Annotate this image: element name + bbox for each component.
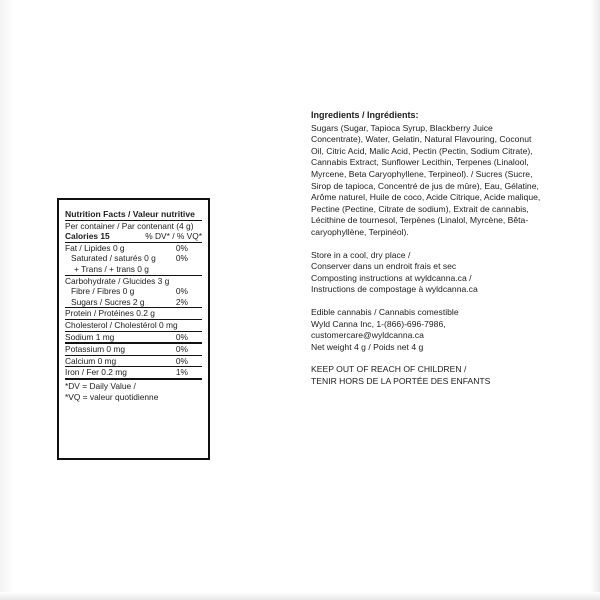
nutrient-dv: 0% bbox=[175, 253, 188, 264]
footnote-dv: *DV = Daily Value / bbox=[65, 380, 136, 391]
storage-block: Store in a cool, dry place / Conserver d… bbox=[311, 250, 541, 296]
storage-line: Conserver dans un endroit frais et sec bbox=[311, 261, 457, 272]
nutrient-label: Potassium 0 mg bbox=[65, 344, 126, 355]
nutrient-label: Cholesterol / Cholestérol 0 mg bbox=[65, 319, 178, 330]
divider bbox=[65, 366, 202, 368]
storage-line: Store in a cool, dry place / bbox=[311, 249, 411, 260]
divider bbox=[65, 307, 202, 309]
nutrient-label: Fat / Lipides 0 g bbox=[65, 242, 125, 253]
nutrient-row-fibre: Fibre / Fibres 0 g 0% bbox=[65, 286, 202, 297]
divider bbox=[65, 354, 202, 356]
net-weight: Net weight 4 g / Poids net 4 g bbox=[311, 341, 424, 352]
company-block: Edible cannabis / Cannabis comestible Wy… bbox=[311, 307, 541, 353]
footnote-vq: *VQ = valeur quotidienne bbox=[65, 391, 159, 402]
serving-size: Per container / Par contenant (4 g) bbox=[65, 220, 194, 231]
nutrient-dv: 0% bbox=[175, 331, 188, 342]
nutrient-dv: 0% bbox=[175, 286, 188, 297]
nutrient-dv: 1% bbox=[175, 367, 188, 378]
nutrient-dv bbox=[166, 308, 202, 319]
divider bbox=[65, 241, 202, 243]
ingredients-text: Sugars (Sugar, Tapioca Syrup, Blackberry… bbox=[311, 122, 541, 237]
nutrition-facts-table: Nutrition Facts / Valeur nutritive Per c… bbox=[57, 198, 210, 460]
ingredients-header: Ingredients / Ingrédients: bbox=[311, 110, 419, 120]
calories-label: Calories 15 bbox=[65, 231, 110, 242]
nutrient-dv bbox=[169, 276, 202, 287]
nutrient-label: Sodium 1 mg bbox=[65, 331, 115, 342]
calories-row: Calories 15 % DV* / % VQ* bbox=[65, 231, 202, 242]
nutrient-row-carbohydrate: Carbohydrate / Glucides 3 g bbox=[65, 276, 202, 287]
composting-line: Composting instructions at wyldcanna.ca … bbox=[311, 272, 472, 283]
child-warning: KEEP OUT OF REACH OF CHILDREN / TENIR HO… bbox=[311, 364, 541, 387]
divider bbox=[65, 219, 202, 221]
company-contact: Wyld Canna Inc, 1-(866)-696-7986, bbox=[311, 318, 446, 329]
divider bbox=[65, 377, 202, 380]
nutrient-dv: 0% bbox=[175, 344, 188, 355]
nutrient-dv: 0% bbox=[175, 355, 188, 366]
nutrient-row-sugars: Sugars / Sucres 2 g 2% bbox=[65, 297, 202, 308]
nutrient-label: Iron / Fer 0.2 mg bbox=[65, 367, 127, 378]
divider bbox=[65, 274, 202, 276]
nutrient-label: Saturated / saturés 0 g bbox=[71, 253, 156, 264]
nutrient-row-fat: Fat / Lipides 0 g 0% bbox=[65, 243, 202, 254]
nutrient-dv: 0% bbox=[175, 242, 188, 253]
package-edge-left bbox=[0, 0, 14, 600]
nutrition-title: Nutrition Facts / Valeur nutritive bbox=[65, 209, 195, 219]
nutrient-label: Carbohydrate / Glucides 3 g bbox=[65, 275, 170, 286]
divider bbox=[65, 330, 202, 332]
nutrient-row-protein: Protein / Protéines 0.2 g bbox=[65, 308, 202, 319]
package-edge-right bbox=[590, 0, 600, 600]
nutrient-label: Sugars / Sucres 2 g bbox=[71, 296, 145, 307]
nutrient-row-calcium: Calcium 0 mg 0% bbox=[65, 356, 202, 367]
composting-line: Instructions de compostage à wyldcanna.c… bbox=[311, 284, 478, 295]
warning-line: KEEP OUT OF REACH OF CHILDREN / bbox=[311, 364, 467, 375]
nutrient-dv bbox=[166, 264, 202, 275]
nutrient-label: + Trans / + trans 0 g bbox=[74, 263, 149, 274]
product-class: Edible cannabis / Cannabis comestible bbox=[311, 306, 459, 317]
nutrient-row-sodium: Sodium 1 mg 0% bbox=[65, 332, 202, 343]
warning-line: TENIR HORS DE LA PORTÉE DES ENFANTS bbox=[311, 375, 491, 386]
divider bbox=[65, 318, 202, 320]
nutrient-row-saturated: Saturated / saturés 0 g 0% bbox=[65, 253, 202, 264]
package-edge-bottom bbox=[0, 592, 600, 600]
divider bbox=[65, 342, 202, 345]
nutrient-row-iron: Iron / Fer 0.2 mg 1% bbox=[65, 367, 202, 378]
nutrient-row-potassium: Potassium 0 mg 0% bbox=[65, 344, 202, 355]
nutrient-row-trans: + Trans / + trans 0 g bbox=[65, 264, 202, 275]
nutrient-label: Protein / Protéines 0.2 g bbox=[65, 308, 155, 319]
label-info-column: Ingredients / Ingrédients: Sugars (Sugar… bbox=[311, 110, 541, 387]
nutrient-dv bbox=[178, 320, 202, 331]
company-email: customercare@wyldcanna.ca bbox=[311, 330, 424, 341]
nutrient-dv: 2% bbox=[175, 296, 188, 307]
nutrient-label: Fibre / Fibres 0 g bbox=[71, 286, 135, 297]
nutrient-label: Calcium 0 mg bbox=[65, 355, 117, 366]
dv-header: % DV* / % VQ* bbox=[145, 231, 202, 242]
nutrient-row-cholesterol: Cholesterol / Cholestérol 0 mg bbox=[65, 320, 202, 331]
